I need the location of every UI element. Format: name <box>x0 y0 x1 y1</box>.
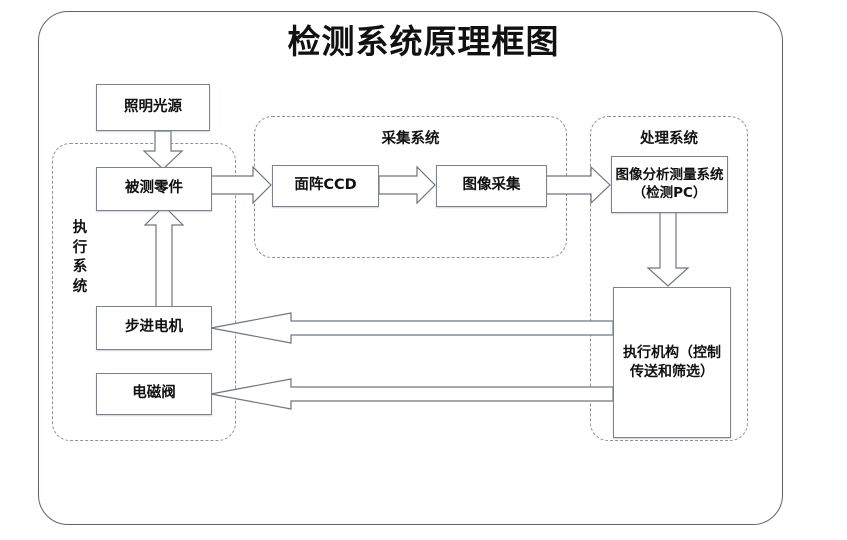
node-light-source[interactable]: 照明光源 <box>96 84 210 131</box>
node-solenoid-valve[interactable]: 电磁阀 <box>96 373 212 415</box>
group-label-acquisition-system: 采集系统 <box>381 131 440 147</box>
arrow-actuator-to-solenoid-valve <box>210 378 614 410</box>
arrow-image-capture-to-image-analysis-pc <box>545 165 611 205</box>
arrow-light-source-to-tested-part <box>142 130 184 170</box>
group-execution-system <box>52 143 236 441</box>
arrow-image-analysis-pc-to-actuator <box>646 211 690 287</box>
page-title: 检测系统原理框图 <box>287 22 560 61</box>
arrow-stepper-motor-to-tested-part <box>143 205 185 312</box>
node-area-ccd[interactable]: 面阵CCD <box>272 165 379 207</box>
node-image-analysis-pc[interactable]: 图像分析测量系统（检测PC） <box>611 156 728 213</box>
node-stepper-motor[interactable]: 步进电机 <box>96 306 212 350</box>
arrow-tested-part-to-area-ccd <box>210 165 272 205</box>
group-label-execution-system: 执行系统 <box>72 220 88 296</box>
arrow-area-ccd-to-image-capture <box>378 165 436 205</box>
node-actuator[interactable]: 执行机构（控制传送和筛选） <box>613 287 731 438</box>
node-image-capture[interactable]: 图像采集 <box>436 165 547 207</box>
node-tested-part[interactable]: 被测零件 <box>96 167 212 211</box>
group-processing-system <box>590 116 748 441</box>
outer-frame <box>38 11 783 525</box>
arrow-actuator-to-stepper-motor <box>210 312 614 344</box>
group-label-processing-system: 处理系统 <box>640 131 698 147</box>
